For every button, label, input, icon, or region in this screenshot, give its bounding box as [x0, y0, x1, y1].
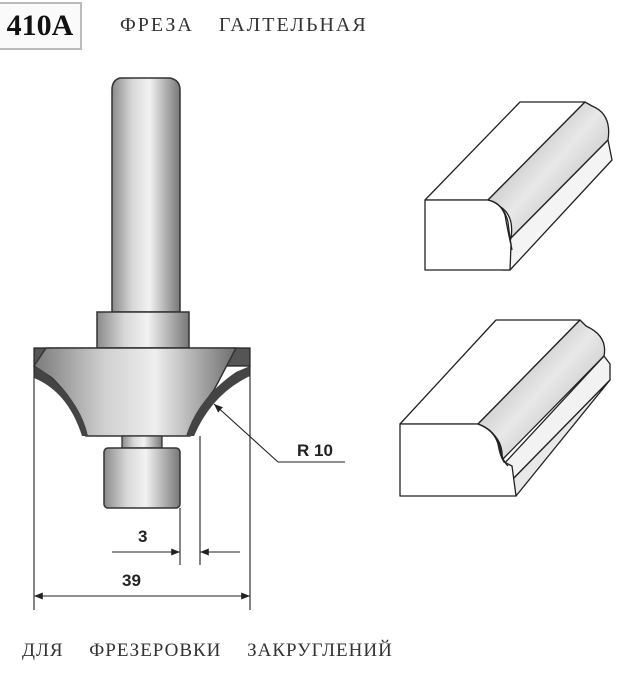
product-title: ФРЕЗА ГАЛТЕЛЬНАЯ [120, 14, 368, 36]
spindle [121, 435, 163, 449]
profile-sample-bottom [399, 319, 611, 497]
radius-label: R 10 [297, 441, 333, 460]
dim-small-label: 3 [138, 527, 147, 546]
bearing [103, 447, 181, 509]
shank [111, 77, 181, 313]
dimensions [33, 366, 345, 610]
cutting-edge-left [34, 366, 88, 436]
profile-sample-top [424, 101, 613, 271]
description-text: ДЛЯ ФРЕЗЕРОВКИ ЗАКРУГЛЕНИЙ [22, 640, 393, 661]
cutting-edge-right [186, 366, 250, 436]
collar [96, 311, 190, 349]
product-code-box: 410A [0, 2, 82, 50]
product-code: 410A [6, 9, 74, 42]
dim-overall-label: 39 [122, 571, 141, 590]
router-bit [32, 77, 251, 509]
